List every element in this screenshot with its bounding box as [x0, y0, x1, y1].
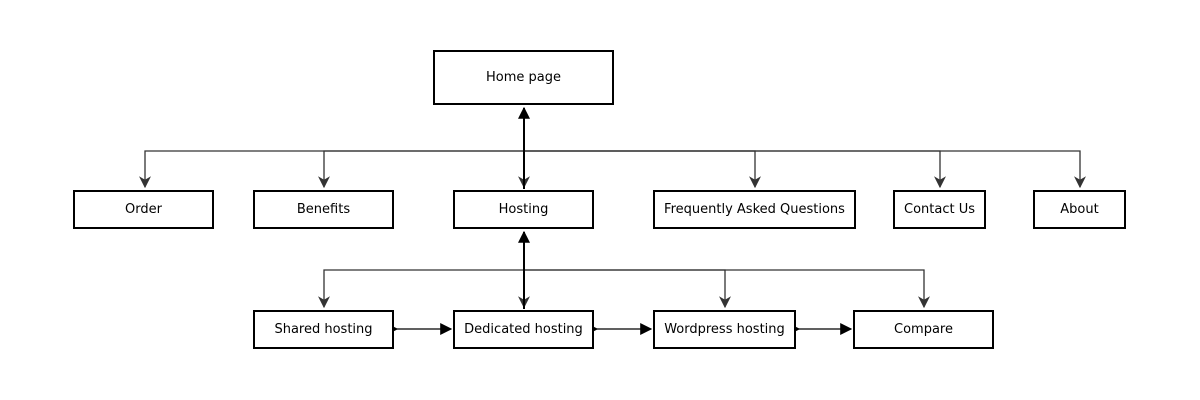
node-wordpress-hosting-label: Wordpress hosting [664, 322, 785, 337]
node-order: Order [73, 190, 214, 229]
edge-hosting-to-wordpress [524, 269, 731, 309]
node-shared-hosting-label: Shared hosting [274, 322, 373, 337]
edge-home-to-benefits [318, 150, 524, 189]
node-hosting: Hosting [453, 190, 594, 229]
edge-hosting-to-compare [524, 269, 930, 309]
node-compare-label: Compare [894, 322, 953, 337]
node-shared-hosting: Shared hosting [253, 310, 394, 349]
node-benefits-label: Benefits [296, 202, 351, 217]
edge-home-to-order [139, 150, 524, 189]
node-home-page: Home page [433, 50, 614, 105]
node-faq-label: Frequently Asked Questions [664, 202, 845, 217]
node-benefits: Benefits [253, 190, 394, 229]
edge-home-to-contact [524, 150, 946, 189]
node-contact-us: Contact Us [893, 190, 986, 229]
node-dedicated-hosting: Dedicated hosting [453, 310, 594, 349]
edge-hosting-to-shared [318, 269, 524, 309]
node-wordpress-hosting: Wordpress hosting [653, 310, 796, 349]
node-order-label: Order [125, 202, 162, 217]
node-hosting-label: Hosting [498, 202, 549, 217]
node-home-page-label: Home page [486, 70, 561, 85]
node-faq: Frequently Asked Questions [653, 190, 856, 229]
node-about-label: About [1060, 202, 1099, 217]
node-about: About [1033, 190, 1126, 229]
edge-home-to-faq [524, 150, 761, 189]
node-compare: Compare [853, 310, 994, 349]
node-dedicated-hosting-label: Dedicated hosting [464, 322, 583, 337]
edge-home-to-about [524, 150, 1086, 189]
node-contact-us-label: Contact Us [904, 202, 975, 217]
